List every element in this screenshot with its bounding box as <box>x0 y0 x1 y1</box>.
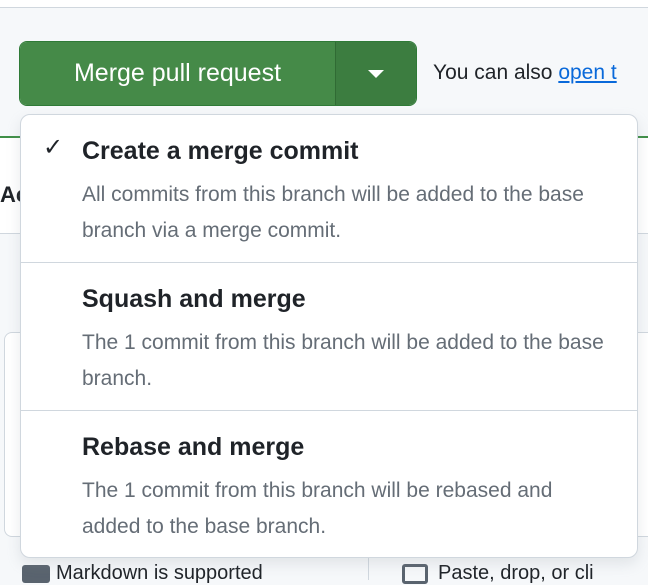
alternative-hint: You can also open t <box>433 61 617 85</box>
merge-method-menu: ✓ Create a merge commit All commits from… <box>20 114 638 558</box>
menu-item-description: The 1 commit from this branch will be re… <box>82 479 553 538</box>
menu-item-title: Rebase and merge <box>82 433 305 461</box>
top-divider <box>0 0 648 8</box>
triangle-down-icon <box>368 69 384 78</box>
markdown-icon <box>22 564 50 583</box>
check-icon: ✓ <box>43 134 64 161</box>
merge-method-dropdown-button[interactable] <box>335 42 416 105</box>
menu-item-description: All commits from this branch will be add… <box>82 183 584 242</box>
menu-item-title: Squash and merge <box>82 285 306 313</box>
markdown-note-text: Markdown is supported <box>56 562 263 584</box>
open-link[interactable]: open t <box>558 61 617 84</box>
menu-item-squash-and-merge[interactable]: Squash and merge The 1 commit from this … <box>21 263 637 411</box>
merge-pull-request-button[interactable]: Merge pull request <box>20 42 335 105</box>
menu-item-create-merge-commit[interactable]: ✓ Create a merge commit All commits from… <box>21 115 637 263</box>
merge-button-group: Merge pull request <box>19 41 417 106</box>
image-icon <box>402 563 428 584</box>
hint-text: You can also <box>433 61 559 84</box>
footer-divider <box>368 556 369 580</box>
menu-item-title: Create a merge commit <box>82 137 359 165</box>
markdown-note[interactable]: Markdown is supported <box>22 562 263 585</box>
paste-note-text: Paste, drop, or cli <box>438 562 594 584</box>
menu-item-rebase-and-merge[interactable]: Rebase and merge The 1 commit from this … <box>21 411 637 557</box>
menu-item-description: The 1 commit from this branch will be ad… <box>82 331 604 390</box>
paste-note[interactable]: Paste, drop, or cli <box>402 562 594 585</box>
